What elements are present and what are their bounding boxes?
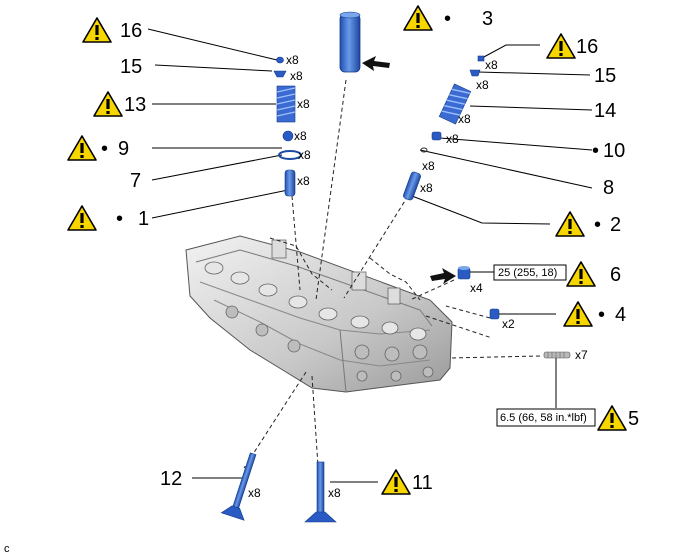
callout-11: 11: [412, 472, 433, 494]
part-8-lower-spring-seat: [420, 147, 428, 153]
part-15-right-upper-spring-seat: [469, 69, 481, 77]
callout-14: 14: [594, 100, 616, 122]
callout-numbers: 16 15 13 • 9 7 • 1 • 3 16 15 14 • 10 8 •…: [101, 8, 639, 494]
bullet-4: •: [598, 304, 605, 326]
callout-10: 10: [603, 140, 625, 162]
torque-value-5: 6.5 (66, 58 in.*lbf): [500, 412, 587, 424]
callout-6: 6: [610, 264, 621, 286]
qty-6: x4: [470, 281, 483, 295]
leader-lines: [147, 28, 593, 483]
qty-11: x8: [328, 486, 341, 500]
part-2-valve-guide-bush: [403, 171, 421, 201]
arrow-pointer-6: [430, 268, 456, 284]
part-16-right-valve-keeper: [477, 55, 485, 62]
qty-7: x8: [298, 148, 311, 162]
arrow-pointer-3: [362, 56, 390, 71]
caution-icon-16-left: [82, 17, 112, 43]
qty-8: x8: [422, 159, 435, 173]
part-14-valve-spring: [438, 83, 472, 125]
callout-3: 3: [482, 8, 493, 30]
qty-13: x8: [297, 97, 310, 111]
qty-9: x8: [294, 129, 307, 143]
callout-16-left: 16: [120, 20, 142, 42]
part-3-stud-tool: [339, 11, 361, 73]
quantity-labels: x8 x8 x8 x8 x8 x8 x8 x8 x8 x8 x8 x8 x4 x…: [248, 53, 588, 500]
qty-16-right: x8: [485, 58, 498, 72]
dashed-assembly-lines: [243, 79, 541, 469]
part-9-valve-stem-oil-seal: [282, 130, 294, 142]
qty-4: x2: [502, 317, 515, 331]
callout-15-right: 15: [594, 65, 616, 87]
cylinder-head: [185, 235, 453, 393]
part-10-valve-stem-oil-seal: [431, 131, 442, 141]
callout-13: 13: [124, 94, 146, 116]
caution-icon-4: [563, 301, 593, 327]
callout-5: 5: [628, 408, 639, 430]
callout-7: 7: [130, 170, 141, 192]
callout-4: 4: [615, 304, 626, 326]
caution-icon-11: [381, 469, 411, 495]
qty-10: x8: [446, 132, 459, 146]
qty-16-left: x8: [286, 53, 299, 67]
qty-5: x7: [575, 348, 588, 362]
caution-icon-13: [93, 91, 123, 117]
caution-icon-1: [67, 205, 97, 231]
torque-value-6: 25 (255, 18): [498, 267, 557, 279]
torque-box-5: 6.5 (66, 58 in.*lbf): [496, 408, 596, 427]
callout-16-right: 16: [576, 36, 598, 58]
callout-12: 12: [160, 468, 182, 490]
bullet-3: •: [444, 8, 451, 30]
caution-icon-6: [566, 261, 596, 287]
part-15-left-upper-spring-seat: [273, 70, 287, 78]
caution-icon-16-right: [546, 33, 576, 59]
part-5-stud-bolt: [543, 351, 571, 359]
part-6-plug: [457, 266, 471, 280]
part-13-valve-spring: [276, 85, 296, 123]
qty-12: x8: [248, 486, 261, 500]
part-11-intake-valve: [304, 461, 337, 523]
qty-2: x8: [420, 181, 433, 195]
qty-1: x8: [297, 174, 310, 188]
bullet-9: •: [101, 138, 108, 160]
corner-label: c: [4, 543, 10, 555]
part-12-exhaust-valve: [220, 452, 257, 521]
bullet-1: •: [116, 208, 123, 230]
qty-14: x8: [458, 112, 471, 126]
caution-icon-2: [555, 211, 585, 237]
callout-2: 2: [610, 214, 621, 236]
part-16-left-valve-keeper: [276, 56, 284, 64]
torque-box-6: 25 (255, 18): [493, 264, 567, 281]
part-4-ring-pin: [489, 308, 500, 320]
callout-15-left: 15: [120, 56, 142, 78]
qty-15-right: x8: [476, 78, 489, 92]
callout-1: 1: [138, 208, 149, 230]
caution-icon-3: [403, 5, 433, 31]
part-1-valve-guide-bush: [284, 169, 296, 197]
callout-8: 8: [603, 177, 614, 199]
callout-9: 9: [118, 138, 129, 160]
caution-icon-5: [597, 405, 627, 431]
qty-15-left: x8: [290, 69, 303, 83]
part-7-lower-spring-seat: [278, 150, 302, 160]
bullet-2: •: [594, 214, 601, 236]
bullet-10: •: [592, 140, 599, 162]
caution-icon-9: [67, 135, 97, 161]
